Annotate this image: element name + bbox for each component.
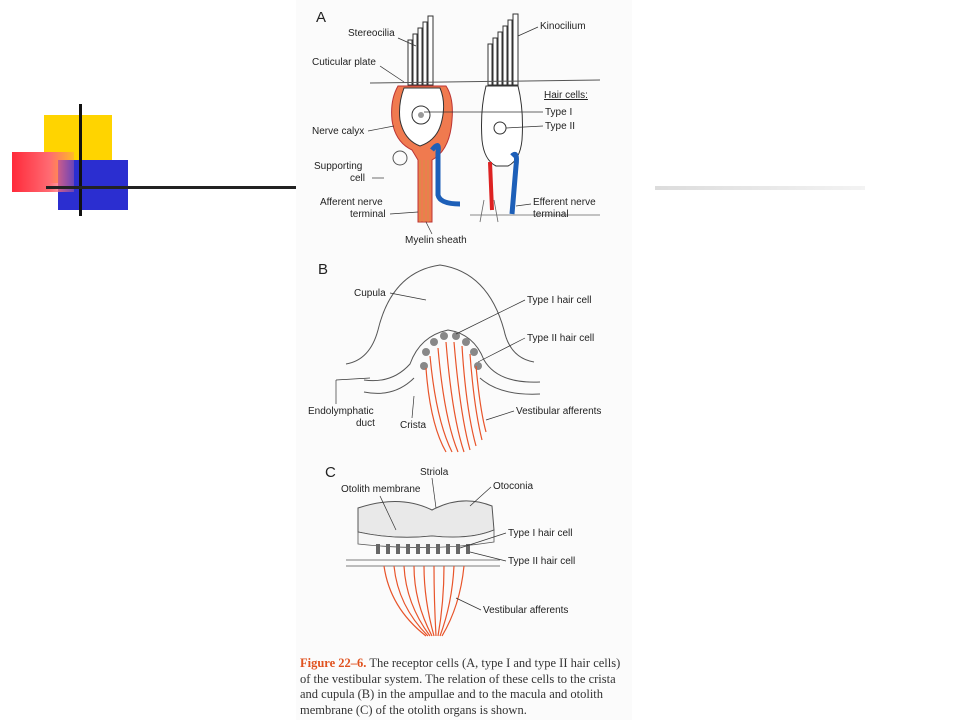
vestibular-afferents-c [383, 565, 465, 637]
figure-caption: Figure 22–6. The receptor cells (A, type… [300, 656, 630, 718]
label-supporting-2: cell [350, 173, 365, 184]
supporting-cell-nucleus [392, 150, 408, 166]
caption-text: The receptor cells (A, type I and type I… [300, 656, 621, 717]
epithelium-surface [369, 79, 601, 84]
label-afferent-1: Afferent nerve [320, 197, 383, 208]
panel-c-letter: C [325, 464, 336, 481]
label-cuticular-plate: Cuticular plate [312, 57, 376, 68]
label-kinocilium: Kinocilium [540, 21, 586, 32]
label-efferent-2: terminal [533, 209, 569, 220]
efferent-fiber-right [509, 151, 519, 215]
label-cupula: Cupula [354, 288, 386, 299]
label-vestibular-b: Vestibular afferents [516, 406, 601, 417]
figure-number: Figure 22–6. [300, 656, 367, 670]
label-endolymphatic-2: duct [356, 418, 375, 429]
label-type-ii-b: Type II hair cell [527, 333, 594, 344]
label-crista: Crista [400, 420, 427, 431]
afferent-fiber-right [488, 161, 494, 211]
decorative-red-square [12, 152, 74, 192]
label-supporting-1: Supporting [314, 161, 362, 172]
otoconia-layer [357, 500, 495, 538]
decorative-horizontal-line-right [655, 186, 865, 190]
decorative-horizontal-line [46, 186, 304, 189]
crista-surface [363, 329, 541, 383]
label-otoconia: Otoconia [493, 481, 533, 492]
label-efferent-1: Efferent nerve [533, 197, 596, 208]
cupula-outline [345, 264, 535, 365]
figure-image: A [296, 0, 632, 720]
decorative-vertical-line [79, 104, 82, 216]
label-myelin: Myelin sheath [405, 235, 467, 246]
label-nerve-calyx: Nerve calyx [312, 126, 364, 137]
crista-hair-cells [420, 332, 482, 370]
type-i-hair-cell [391, 85, 453, 223]
panel-a-letter: A [316, 9, 326, 26]
vestibular-afferents-b [425, 341, 487, 453]
label-type-i-c: Type I hair cell [508, 528, 572, 539]
label-type-i: Type I [545, 107, 572, 118]
label-vestibular-c: Vestibular afferents [483, 605, 568, 616]
label-otolith-membrane: Otolith membrane [341, 484, 421, 495]
macula-hair-cells [376, 544, 470, 554]
label-striola: Striola [420, 467, 449, 478]
panel-b-letter: B [318, 261, 328, 278]
label-type-i-b: Type I hair cell [527, 295, 591, 306]
stereocilia-bundle-right [487, 13, 519, 86]
stereocilia-bundle-left [407, 15, 434, 86]
label-stereocilia: Stereocilia [348, 28, 395, 39]
efferent-fiber-left [430, 143, 461, 207]
label-hair-cells: Hair cells: [544, 90, 588, 101]
label-endolymphatic-1: Endolymphatic [308, 406, 374, 417]
label-type-ii: Type II [545, 121, 575, 132]
vestibular-figure-diagram: A [308, 9, 601, 637]
label-type-ii-c: Type II hair cell [508, 556, 575, 567]
label-afferent-2: terminal [350, 209, 386, 220]
